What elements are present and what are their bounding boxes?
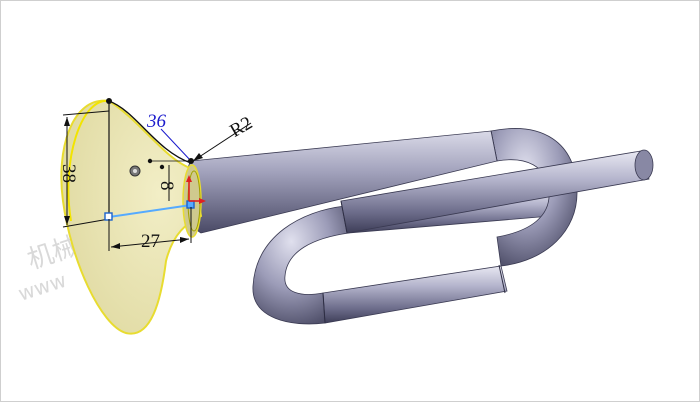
bell-flare: [60, 99, 203, 335]
sketch-endpoint-icon[interactable]: [104, 212, 113, 221]
front-straight-leg: [340, 149, 654, 234]
dim-angle[interactable]: 36: [146, 111, 167, 132]
sketch-endpoint-icon[interactable]: [186, 200, 195, 209]
sketch-endpoint-icon[interactable]: [188, 158, 194, 164]
axis-triad: [186, 175, 206, 204]
dim-radius[interactable]: R2: [226, 113, 256, 142]
dim-height[interactable]: 38: [58, 164, 79, 183]
dim-small[interactable]: 8: [156, 181, 177, 191]
watermark-en: www: [15, 268, 69, 306]
sketch-endpoint-icon[interactable]: [106, 98, 112, 104]
dim-length[interactable]: 27: [141, 231, 160, 252]
origin-icon[interactable]: [129, 165, 141, 177]
